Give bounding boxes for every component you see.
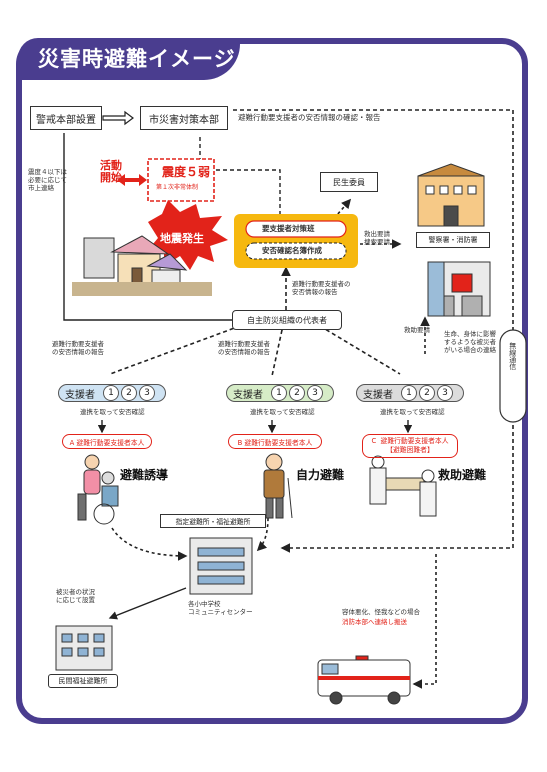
action-a: 避難誘導 (120, 468, 169, 482)
label-anpi-report-center: 避難行動要支援者の 安否情報の報告 (292, 280, 351, 297)
label-hisaisha: 被災者の状況 に応じて設置 (56, 588, 95, 605)
label-anpi-top: 避難行動要支援者の安否情報の確認・報告 (238, 113, 381, 122)
label-report-b: 避難行動要支援者 の安否情報の報告 (218, 340, 270, 357)
label-renkei-a: 連携を取って安否確認 (80, 408, 145, 416)
supporter-number: 3 (437, 385, 453, 401)
musen-pill (499, 329, 527, 423)
dashed-to-col-a (109, 318, 250, 375)
supporter-number: 2 (289, 385, 305, 401)
supporter-label: 支援者 (65, 389, 95, 401)
box-fukushi: 民間福祉避難所 (48, 674, 118, 688)
line-center-to-hq (199, 134, 281, 215)
supporter-number: 1 (401, 385, 417, 401)
label-youtai: 容体悪化、怪我などの場合 (342, 608, 420, 616)
supporter-number: 3 (139, 385, 155, 401)
shelter-building-illustration (189, 537, 253, 595)
shindo-box (147, 158, 215, 202)
box-keisatsu: 警察署・消防署 (416, 232, 490, 248)
fire-station-illustration (427, 261, 491, 317)
supporter-pill-b: 支援者 1 2 3 (226, 384, 334, 402)
dashed-a-to-shelter (111, 527, 188, 561)
label-renkei-c: 連携を取って安否確認 (380, 408, 445, 416)
title-banner (18, 38, 240, 80)
target-c: C 避難行動要支援者本人 【避難困難者】 (362, 434, 458, 458)
ambulance-illustration (317, 655, 411, 705)
dashed-to-ambulance (412, 554, 437, 689)
label-kaku: 各小中学校 コミュニティセンター (188, 600, 253, 617)
action-c: 救助避難 (438, 468, 487, 482)
houses-illustration (72, 235, 212, 296)
target-b: B 避難行動要支援者本人 (228, 434, 322, 449)
supporter-number: 3 (307, 385, 323, 401)
box-jishubo: 自主防災組織の代表者 (232, 310, 342, 330)
label-seimei: 生命、身体に影響 するような被災者 がいる場合の連絡 (444, 330, 496, 355)
frame (16, 38, 528, 724)
box-minsei: 民生委員 (320, 172, 378, 192)
label-katsudo: 活動 開始 (100, 159, 122, 185)
target-a: A 避難行動要支援者本人 (62, 434, 152, 449)
label-kyujo-yousei: 救助要請 (404, 326, 430, 334)
label-youtai-red: 消防本部へ連絡し搬送 (342, 618, 407, 626)
box-shisaigai: 市災害対策本部 (140, 106, 228, 130)
police-building-illustration (417, 163, 485, 227)
label-shindo5: 震度５弱 (162, 165, 211, 179)
dashed-to-col-c (310, 317, 401, 375)
rescue-illustration (369, 455, 437, 517)
line-left (63, 133, 232, 321)
fukushi-building-illustration (55, 625, 113, 671)
supporter-label: 支援者 (233, 389, 263, 401)
supporter-pill-a: 支援者 1 2 3 (58, 384, 166, 402)
arrow-keikai-to-shisaigai (102, 110, 134, 126)
label-report-a: 避難行動要支援者 の安否情報の報告 (52, 340, 104, 357)
earthquake-burst (148, 200, 228, 270)
page-title: 災害時避難イメージ (38, 47, 236, 71)
supporter-number: 2 (121, 385, 137, 401)
supporter-number: 2 (419, 385, 435, 401)
label-shindo4: 震度４以下は 必要に応じて 市上連絡 (28, 168, 67, 193)
arrow-to-minsei (329, 198, 352, 224)
label-musen: 無線通信 (508, 342, 517, 370)
supporter-number: 1 (103, 385, 119, 401)
person-b-illustration (263, 453, 293, 519)
box-keikai: 警戒本部設置 (30, 106, 102, 130)
label-anpi-meibo: 安否確認名簿作成 (262, 246, 322, 255)
label-renkei-b: 連携を取って安否確認 (250, 408, 315, 416)
red-double-arrow (117, 174, 147, 186)
dashed-to-col-b (271, 321, 289, 377)
label-yoshien-taisaku: 要支援者対策班 (262, 224, 315, 233)
action-b: 自力避難 (296, 468, 345, 482)
arrow-to-fukushi (108, 587, 187, 620)
label-jishin: 地震発生 (160, 232, 204, 245)
supporter-pill-c: 支援者 1 2 3 (356, 384, 464, 402)
dashed-line-top (233, 109, 514, 553)
supporter-number: 1 (271, 385, 287, 401)
box-shinsho: 指定避難所・福祉避難所 (160, 514, 266, 528)
label-kyushutsu-yousei: 救出要請 捜索要請 (364, 230, 390, 247)
person-a-illustration (77, 454, 119, 525)
label-hijo: 第１次非常体制 (156, 184, 199, 191)
dashed-b-to-shelter (256, 517, 269, 552)
supporter-label: 支援者 (363, 389, 393, 401)
